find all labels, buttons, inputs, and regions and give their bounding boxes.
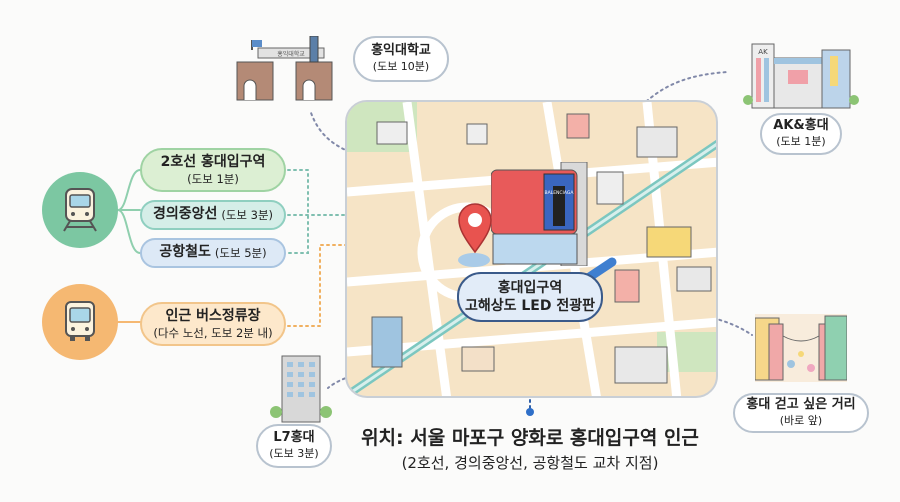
subway-detail: (도보 1분)	[187, 171, 239, 186]
bus-stop-pill: 인근 버스정류장 (다수 노선, 도보 2분 내)	[140, 302, 286, 346]
bus-icon	[65, 301, 95, 341]
landmark-name: 홍익대학교	[371, 43, 431, 59]
billboard-building: BALENCIAGA	[491, 162, 588, 266]
l7-tower-illustration	[270, 355, 332, 423]
bus-detail: (다수 노선, 도보 2분 내)	[153, 325, 273, 340]
subway-name: 2호선 홍대입구역	[160, 154, 266, 171]
street-bubble: 홍대 걷고 싶은 거리 (바로 앞)	[733, 393, 869, 433]
center-line1: 홍대입구역	[497, 279, 563, 296]
subway-detail: (도보 3분)	[221, 207, 274, 222]
landmark-detail: (도보 1분)	[776, 135, 826, 149]
subway-gyeongui-pill: 경의중앙선 (도보 3분)	[140, 200, 286, 230]
center-bubble: 홍대입구역 고해상도 LED 전광판	[457, 272, 603, 322]
subway-detail: (도보 5분)	[214, 245, 267, 260]
gate-sign: 홍익대학교	[277, 50, 305, 58]
landmark-detail: (도보 10분)	[372, 60, 430, 74]
hongik-gate-illustration: 홍익대학교	[236, 36, 333, 101]
subway-line2-pill: 2호선 홍대입구역 (도보 1분)	[140, 148, 286, 192]
center-line2: 고해상도 LED 전광판	[464, 298, 595, 314]
landmark-detail: (바로 앞)	[779, 414, 823, 428]
location-pin-icon	[458, 203, 492, 254]
train-icon	[63, 188, 97, 232]
bus-name: 인근 버스정류장	[165, 308, 261, 325]
area-map: BALENCIAGA 홍대입구역 고해상도 LED 전광판	[345, 100, 718, 398]
location-subtitle: (2호선, 경의중앙선, 공항철도 교차 지점)	[401, 454, 659, 472]
subway-circle	[42, 172, 118, 248]
location-title: 위치: 서울 마포구 양화로 홍대입구역 인근	[361, 427, 699, 449]
ak-bubble: AK&홍대 (도보 1분)	[760, 113, 842, 155]
ak-building-illustration: AK	[743, 43, 859, 109]
bus-circle	[42, 284, 118, 360]
landmark-name: L7홍대	[273, 430, 315, 446]
subway-name: 경의중앙선	[152, 206, 218, 223]
ak-sign: AK	[758, 48, 768, 56]
l7-bubble: L7홍대 (도보 3분)	[256, 424, 332, 468]
hongik-bubble: 홍익대학교 (도보 10분)	[353, 36, 449, 82]
subway-name: 공항철도	[159, 244, 211, 261]
landmark-name: 홍대 걷고 싶은 거리	[746, 397, 856, 413]
billboard-ad-text: BALENCIAGA	[545, 190, 575, 196]
street-illustration	[755, 314, 847, 382]
subway-airport-pill: 공항철도 (도보 5분)	[140, 238, 286, 268]
landmark-detail: (도보 3분)	[269, 447, 319, 461]
landmark-name: AK&홍대	[773, 118, 829, 134]
